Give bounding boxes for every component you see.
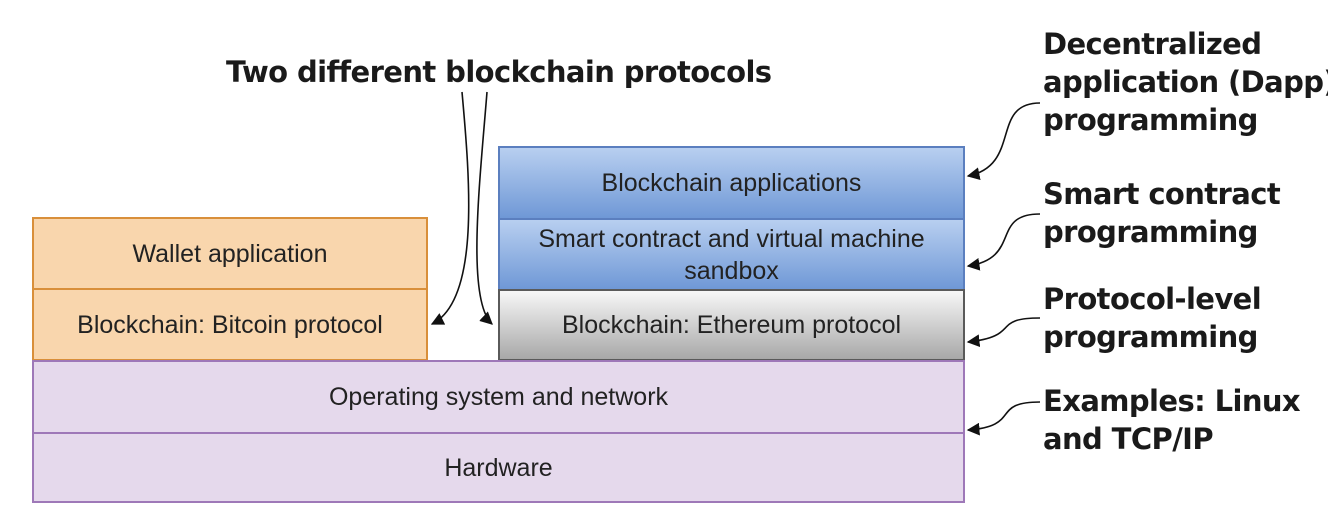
- ethereum-protocol-label: Blockchain: Ethereum protocol: [561, 311, 902, 339]
- smart-contract-label: Smart contract and virtual machine sandb…: [538, 224, 925, 285]
- blockchain-applications-label: Blockchain applications: [601, 169, 862, 197]
- blockchain-applications-box: Blockchain applications: [498, 146, 965, 220]
- smart-contract-programming-label: Smart contract programming: [1043, 177, 1281, 249]
- os-network-box: Operating system and network: [32, 360, 965, 434]
- hardware-label: Hardware: [444, 453, 553, 482]
- arrow-to-bitcoin-protocol: [430, 91, 470, 325]
- protocol-level-programming-label: Protocol-level programming: [1043, 282, 1262, 354]
- dapp-programming-label: Decentralized application (Dapp) program…: [1043, 27, 1328, 137]
- wallet-application-label: Wallet application: [132, 239, 328, 268]
- bitcoin-protocol-label: Blockchain: Bitcoin protocol: [77, 310, 383, 339]
- arrow-smart-contract: [966, 213, 1041, 271]
- top-label: Two different blockchain protocols: [226, 55, 772, 89]
- examples-label: Examples: Linux and TCP/IP: [1043, 384, 1301, 456]
- arrow-protocol-level: [966, 317, 1041, 348]
- ethereum-protocol-box: Blockchain: Ethereum protocol: [498, 289, 965, 361]
- arrow-to-ethereum-protocol: [476, 91, 493, 325]
- arrow-dapp: [966, 102, 1041, 180]
- os-network-label: Operating system and network: [328, 383, 669, 411]
- hardware-box: Hardware: [32, 432, 965, 503]
- arrow-examples: [966, 401, 1041, 436]
- wallet-application-box: Wallet application: [32, 217, 428, 290]
- bitcoin-protocol-box: Blockchain: Bitcoin protocol: [32, 288, 428, 361]
- smart-contract-box: Smart contract and virtual machine sandb…: [498, 218, 965, 291]
